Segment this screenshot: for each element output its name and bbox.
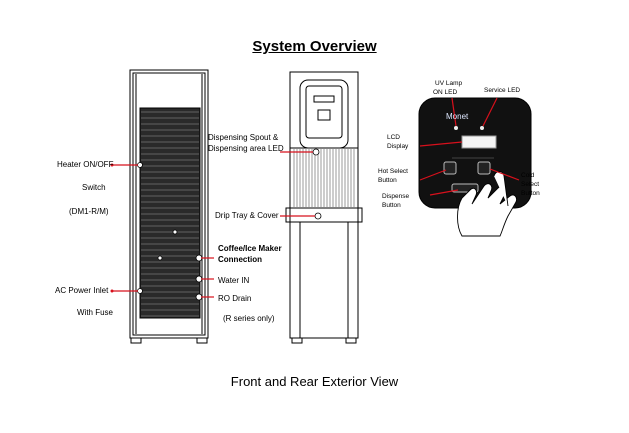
service-led (480, 126, 484, 130)
panel-leaders (419, 97, 520, 196)
ac-inlet-port (137, 288, 143, 294)
rear-leaders (112, 164, 214, 298)
label-service-led: Service LED (484, 87, 521, 94)
control-panel (418, 97, 532, 237)
label-cold-3: Button (521, 190, 540, 197)
label-dispense-1: Dispense (382, 193, 410, 200)
label-cold-2: Select (521, 181, 540, 188)
label-lcd-1: LCD (387, 134, 401, 141)
label-hot-2: Button (378, 177, 397, 184)
condenser-coil (139, 107, 201, 319)
label-heater-switch-2: Switch (82, 183, 106, 192)
label-drip-tray: Drip Tray & Cover (215, 211, 279, 220)
front-view-unit (285, 71, 363, 344)
label-ro-drain: RO Drain (218, 294, 252, 303)
label-coffee-2: Connection (218, 255, 262, 264)
label-ac-inlet-1: AC Power Inlet (55, 286, 109, 295)
figure-caption: Front and Rear Exterior View (230, 374, 399, 389)
label-ac-inlet-2: With Fuse (77, 308, 114, 317)
hot-select-button (443, 161, 457, 175)
label-uv-lamp-2: ON LED (433, 89, 458, 96)
label-dispense-2: Button (382, 202, 401, 209)
spout-marker (312, 148, 320, 156)
label-hot-1: Hot Select (378, 168, 408, 175)
cold-select-button (477, 161, 491, 175)
lcd-display (461, 135, 497, 149)
label-heater-switch-1: Heater ON/OFF (57, 160, 114, 169)
label-r-series: (R series only) (223, 314, 275, 323)
label-spout-1: Dispensing Spout & (208, 133, 279, 142)
label-uv-lamp-1: UV Lamp (435, 80, 463, 87)
page-title: System Overview (252, 38, 377, 55)
front-leaders (280, 151, 315, 217)
label-coffee-1: Coffee/Ice Maker (218, 244, 282, 253)
panel-brand-logo: Monet (446, 112, 469, 121)
label-cold-1: Cold (521, 172, 535, 179)
heater-switch-port (137, 162, 143, 168)
uv-led (454, 126, 458, 130)
label-heater-switch-3: (DM1-R/M) (69, 207, 109, 216)
label-water-in: Water IN (218, 276, 250, 285)
rear-dots (110, 163, 114, 293)
label-lcd-2: Display (387, 143, 409, 150)
hand-illustration (457, 171, 517, 237)
drip-tray-marker (314, 212, 322, 220)
front-markers (312, 148, 322, 220)
label-spout-2: Dispensing area LED (208, 144, 284, 153)
dispensing-area-grille (293, 149, 355, 207)
